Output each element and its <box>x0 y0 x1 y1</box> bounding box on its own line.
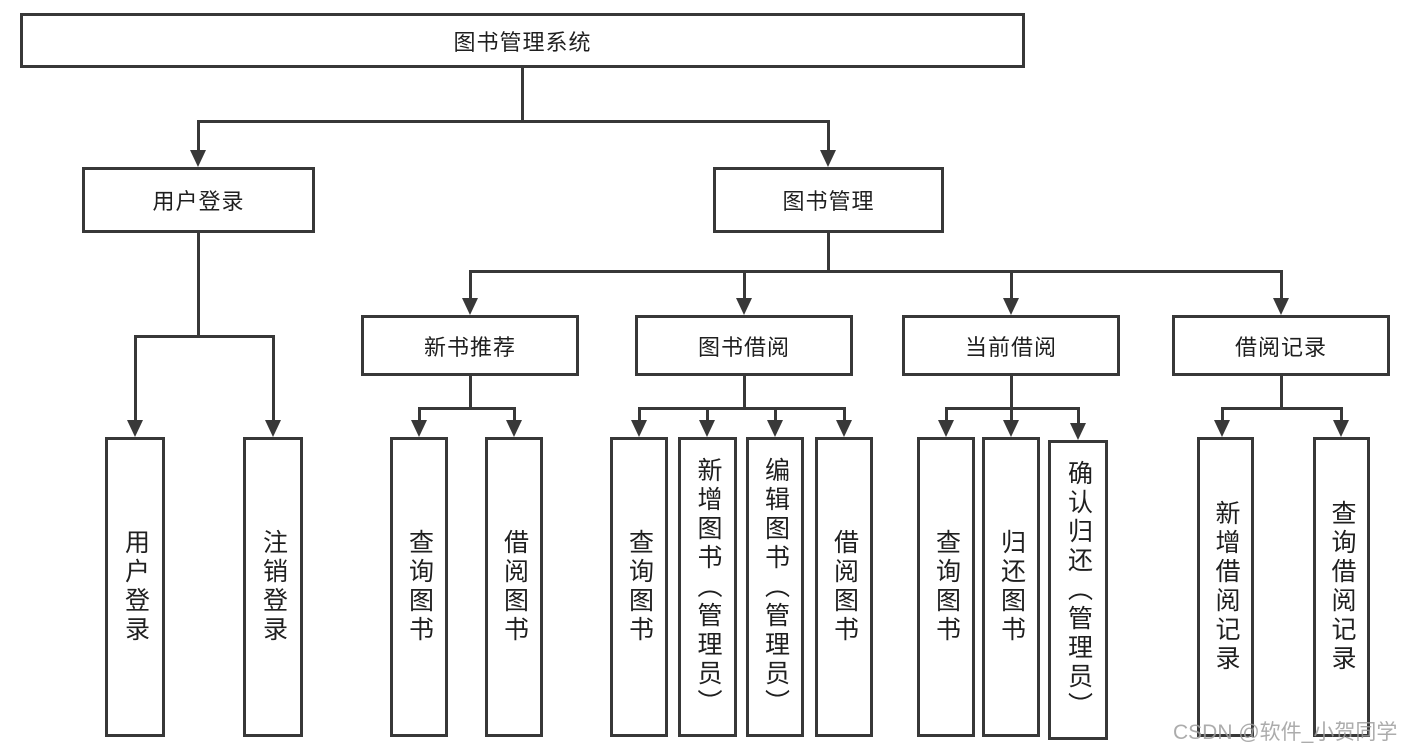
connector-line <box>1340 407 1343 422</box>
node-confirm-return-admin: 确认归还（管理员） <box>1048 440 1108 740</box>
connector-line <box>134 335 275 338</box>
connector-line <box>134 335 137 423</box>
connector-line <box>1221 407 1343 410</box>
arrow-down-icon <box>462 298 478 315</box>
arrow-down-icon <box>506 420 522 437</box>
arrow-down-icon <box>190 150 206 167</box>
connector-line <box>706 407 709 422</box>
connector-line <box>1010 407 1013 422</box>
node-query-borrow-record: 查询借阅记录 <box>1313 437 1370 737</box>
connector-line <box>1010 376 1013 408</box>
connector-line <box>513 407 516 422</box>
node-user-login: 用户登录 <box>82 167 315 233</box>
connector-line <box>743 270 746 300</box>
arrow-down-icon <box>820 150 836 167</box>
node-edit-books-admin: 编辑图书（管理员） <box>746 437 804 737</box>
node-book-management: 图书管理 <box>713 167 944 233</box>
connector-line <box>469 270 472 300</box>
connector-line <box>638 407 641 422</box>
node-library-management-system: 图书管理系统 <box>20 13 1025 68</box>
connector-line <box>272 335 275 423</box>
connector-line <box>774 407 777 422</box>
arrow-down-icon <box>736 298 752 315</box>
node-return-books: 归还图书 <box>982 437 1040 737</box>
node-borrowing-records: 借阅记录 <box>1172 315 1390 376</box>
node-new-book-recommendation: 新书推荐 <box>361 315 579 376</box>
node-borrow-books-borrowing: 借阅图书 <box>815 437 873 737</box>
node-borrow-books-recommend: 借阅图书 <box>485 437 543 737</box>
arrow-down-icon <box>631 420 647 437</box>
connector-line <box>827 233 830 272</box>
connector-line <box>418 407 421 422</box>
connector-line <box>197 233 200 336</box>
connector-line <box>743 376 746 408</box>
node-query-books-recommend: 查询图书 <box>390 437 448 737</box>
connector-line <box>1077 407 1080 425</box>
node-book-borrowing: 图书借阅 <box>635 315 853 376</box>
arrow-down-icon <box>767 420 783 437</box>
node-query-books-borrowing: 查询图书 <box>610 437 668 737</box>
arrow-down-icon <box>411 420 427 437</box>
node-user-login-leaf: 用户登录 <box>105 437 165 737</box>
connector-line <box>638 407 846 410</box>
arrow-down-icon <box>265 420 281 437</box>
arrow-down-icon <box>938 420 954 437</box>
connector-line <box>418 407 516 410</box>
arrow-down-icon <box>1003 420 1019 437</box>
node-current-borrowing: 当前借阅 <box>902 315 1120 376</box>
connector-line <box>521 68 524 120</box>
connector-line <box>197 120 830 123</box>
node-add-borrow-record: 新增借阅记录 <box>1197 437 1254 737</box>
connector-line <box>1280 376 1283 408</box>
arrow-down-icon <box>1003 298 1019 315</box>
connector-line <box>469 376 472 408</box>
connector-line <box>469 270 1283 273</box>
arrow-down-icon <box>836 420 852 437</box>
node-logout-login: 注销登录 <box>243 437 303 737</box>
connector-line <box>827 120 830 154</box>
arrow-down-icon <box>1070 423 1086 440</box>
node-add-books-admin: 新增图书（管理员） <box>678 437 737 737</box>
connector-line <box>1221 407 1224 422</box>
csdn-watermark: CSDN @软件_小贺同学 <box>1173 721 1398 744</box>
arrow-down-icon <box>699 420 715 437</box>
arrow-down-icon <box>1214 420 1230 437</box>
arrow-down-icon <box>127 420 143 437</box>
connector-line <box>945 407 948 422</box>
node-query-books-current: 查询图书 <box>917 437 975 737</box>
connector-line <box>1010 270 1013 300</box>
arrow-down-icon <box>1333 420 1349 437</box>
connector-line <box>197 120 200 154</box>
connector-line <box>843 407 846 422</box>
arrow-down-icon <box>1273 298 1289 315</box>
connector-line <box>1280 270 1283 300</box>
